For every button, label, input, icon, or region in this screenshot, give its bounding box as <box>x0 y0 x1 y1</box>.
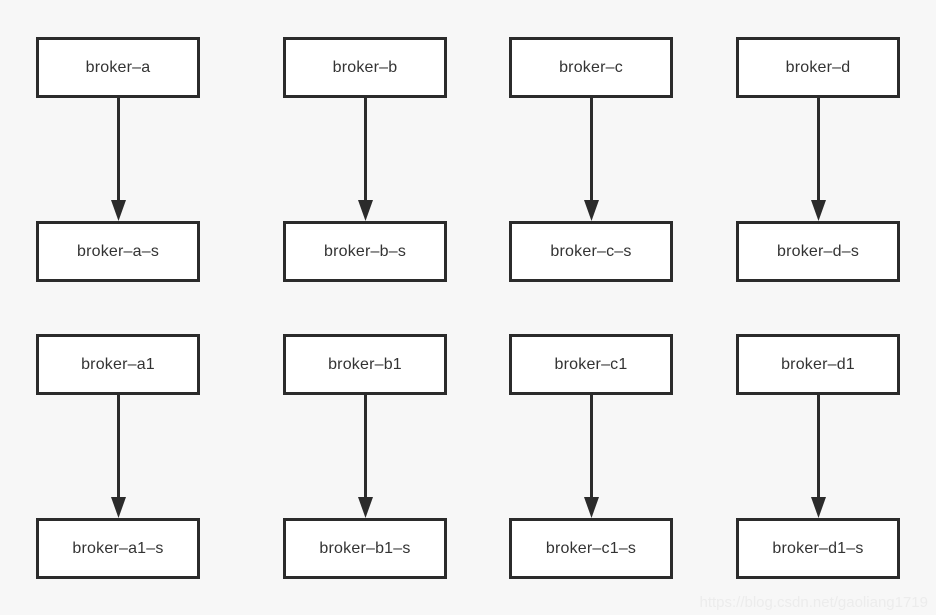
edge-broker-c-to-broker-c-s <box>583 98 599 221</box>
node-label: broker–a–s <box>76 242 160 260</box>
node-label: broker–d1–s <box>772 539 864 557</box>
node-label: broker–c1–s <box>545 539 637 557</box>
arrowhead-icon <box>357 497 373 518</box>
node-label: broker–a <box>85 58 151 76</box>
node-broker-b1[interactable]: broker–b1 <box>283 334 447 395</box>
node-broker-a1[interactable]: broker–a1 <box>36 334 200 395</box>
edge-broker-a1-to-broker-a1-s <box>110 395 126 518</box>
edge-broker-c1-to-broker-c1-s <box>583 395 599 518</box>
edge-broker-b-to-broker-b-s <box>357 98 373 221</box>
arrowhead-icon <box>110 497 126 518</box>
node-label: broker–b <box>332 58 398 76</box>
node-broker-d-s[interactable]: broker–d–s <box>736 221 900 282</box>
arrowhead-icon <box>583 200 599 221</box>
node-broker-a[interactable]: broker–a <box>36 37 200 98</box>
arrowhead-icon <box>810 497 826 518</box>
node-broker-d1[interactable]: broker–d1 <box>736 334 900 395</box>
node-label: broker–c <box>559 58 623 76</box>
node-broker-a-s[interactable]: broker–a–s <box>36 221 200 282</box>
edge-broker-a-to-broker-a-s <box>110 98 126 221</box>
node-broker-b1-s[interactable]: broker–b1–s <box>283 518 447 579</box>
node-broker-c1[interactable]: broker–c1 <box>509 334 673 395</box>
node-broker-b-s[interactable]: broker–b–s <box>283 221 447 282</box>
arrowhead-icon <box>357 200 373 221</box>
watermark: https://blog.csdn.net/gaoliang1719 <box>699 594 928 611</box>
node-label: broker–a1–s <box>72 539 164 557</box>
arrowhead-icon <box>810 200 826 221</box>
node-label: broker–c–s <box>550 242 632 260</box>
node-broker-c[interactable]: broker–c <box>509 37 673 98</box>
node-label: broker–b–s <box>323 242 407 260</box>
node-broker-d1-s[interactable]: broker–d1–s <box>736 518 900 579</box>
node-label: broker–a1 <box>81 355 155 373</box>
node-label: broker–c1 <box>554 355 628 373</box>
node-label: broker–d <box>785 58 851 76</box>
edge-broker-d1-to-broker-d1-s <box>810 395 826 518</box>
node-broker-b[interactable]: broker–b <box>283 37 447 98</box>
node-broker-c-s[interactable]: broker–c–s <box>509 221 673 282</box>
node-label: broker–b1 <box>328 355 402 373</box>
node-label: broker–b1–s <box>319 539 411 557</box>
arrowhead-icon <box>110 200 126 221</box>
arrowhead-icon <box>583 497 599 518</box>
node-broker-a1-s[interactable]: broker–a1–s <box>36 518 200 579</box>
node-label: broker–d–s <box>776 242 860 260</box>
node-label: broker–d1 <box>781 355 855 373</box>
node-broker-d[interactable]: broker–d <box>736 37 900 98</box>
edge-broker-d-to-broker-d-s <box>810 98 826 221</box>
node-broker-c1-s[interactable]: broker–c1–s <box>509 518 673 579</box>
edge-broker-b1-to-broker-b1-s <box>357 395 373 518</box>
